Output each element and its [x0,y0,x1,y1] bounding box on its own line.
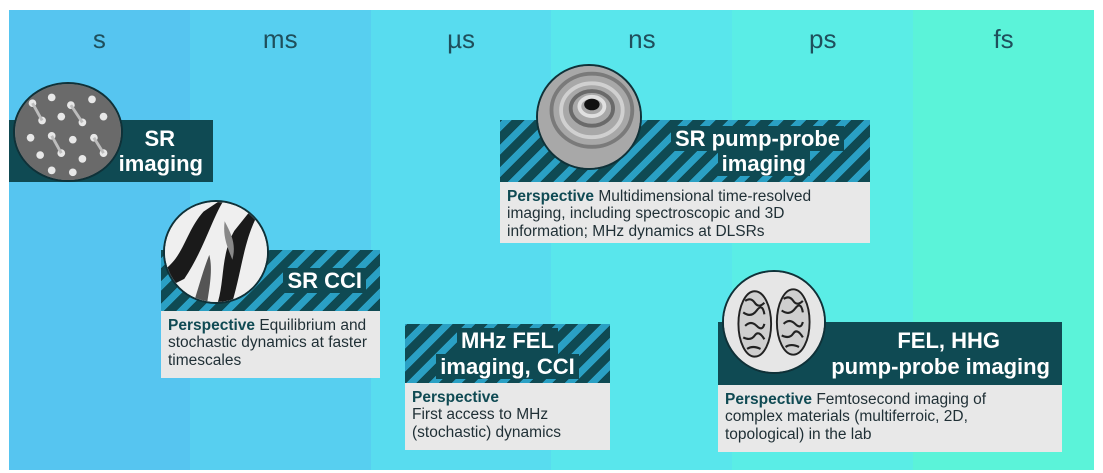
sr-cci-domain-pattern-icon [163,200,269,304]
sr-imaging-title-line1: SR [144,125,175,151]
sr-pump-probe-card: SR pump-probe imaging Perspective Multid… [500,64,870,243]
timescale-label-fs: fs [993,24,1014,54]
fel-hhg-perspective-text: Femtosecond imaging of complex materials… [725,391,987,443]
sr-cci-card: SR CCI Perspective Equilibrium and stoch… [161,200,380,378]
timescale-label-ms: ms [262,24,298,54]
sr-cci-perspective-text: Equilibrium and stochastic dynamics at f… [168,317,367,369]
timescale-label-ns: ns [628,24,656,54]
mhz-fel-title-line2: imaging, CCI [436,353,579,379]
sr-pump-probe-ring-pattern-icon [536,64,642,170]
sr-cci-perspective-label: Perspective [168,317,256,334]
timescale-label-us: µs [447,24,476,54]
sr-imaging-micrograph-icon [13,82,123,182]
sr-imaging-card: SR imaging [9,82,213,182]
sr-pump-probe-perspective-label: Perspective [507,188,595,205]
fel-hhg-card: FEL, HHG pump-probe imaging Perspective … [718,270,1062,452]
mhz-fel-perspective-label: Perspective [412,389,500,406]
sr-pump-probe-perspective: Perspective Multidimensional time-resolv… [500,182,870,243]
sr-cci-perspective: Perspective Equilibrium and stochastic d… [161,311,380,378]
mhz-fel-perspective-text: First access to MHz (stochastic) dynamic… [412,406,562,441]
sr-imaging-title-line2: imaging [118,151,203,176]
sr-pump-probe-perspective-text: Multidimensional time-resolved imaging, … [507,188,812,240]
mhz-fel-title-line1: MHz FEL [457,328,558,354]
mhz-fel-title-bar: MHz FEL imaging, CCI [405,324,610,383]
timescale-label-s: s [92,24,106,54]
fel-hhg-perspective: Perspective Femtosecond imaging of compl… [718,385,1062,452]
fel-hhg-title-line1: FEL, HHG [897,328,1000,354]
timescale-label-ps: ps [808,24,837,54]
mhz-fel-perspective: Perspective First access to MHz (stochas… [405,383,610,450]
fel-hhg-perspective-label: Perspective [725,391,813,408]
mhz-fel-card: MHz FEL imaging, CCI Perspective First a… [405,324,610,450]
sr-pump-probe-title-line2: imaging [717,151,810,177]
fel-hhg-title-line2: pump-probe imaging [831,353,1050,379]
band-s: s [9,10,190,470]
sr-pump-probe-title-line1: SR pump-probe [671,125,844,151]
fel-hhg-labyrinth-pattern-icon [722,270,826,374]
sr-cci-title: SR CCI [283,267,366,294]
